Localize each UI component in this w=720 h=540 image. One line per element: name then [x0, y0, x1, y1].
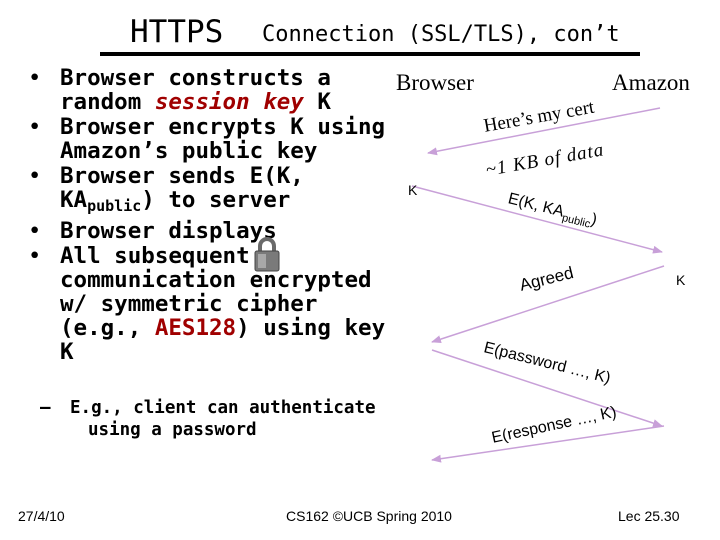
- bullet-text: Browser encrypts K using Amazon’s public…: [60, 114, 386, 164]
- slide-title: HTTPS: [130, 14, 224, 50]
- amazon-label: Amazon: [612, 70, 690, 95]
- sub-bullet-line1: –E.g., client can authenticate: [40, 397, 376, 419]
- bullet-text: ) to server: [141, 187, 291, 213]
- footer-lecture: Lec 25.30: [618, 508, 680, 524]
- k-right-label: K: [676, 272, 686, 288]
- slide-subtitle: Connection (SSL/TLS), con’t: [262, 22, 620, 47]
- bullet-text: ) using key K: [60, 315, 386, 365]
- bullet-subsequent: • All subsequent communication encrypted …: [28, 244, 388, 364]
- bullet-session-key: • Browser constructs a random session key…: [28, 66, 388, 114]
- public-subscript: public: [87, 197, 142, 215]
- bullet-sends: • Browser sends E(K, KApublic) to server: [28, 164, 388, 218]
- sub-bullet: –E.g., client can authenticate using a p…: [40, 397, 376, 441]
- dash-marker: –: [40, 398, 51, 418]
- padlock-icon: [254, 237, 280, 272]
- browser-label: Browser: [396, 70, 474, 95]
- arrow-agreed: [431, 265, 665, 343]
- sub-bullet-line2: using a password: [88, 420, 257, 440]
- session-key-term: session key: [154, 89, 304, 115]
- bullet-list: • Browser constructs a random session key…: [28, 66, 388, 365]
- title-underline: [100, 52, 640, 56]
- bullet-dot: •: [28, 243, 42, 269]
- bullet-text: Browser constructs a random: [60, 65, 331, 115]
- bullet-text: K: [303, 89, 331, 115]
- bullet-dot: •: [28, 114, 42, 140]
- bullet-text: All subsequent communication encrypted w…: [60, 243, 372, 341]
- aes128-term: AES128: [154, 315, 237, 341]
- sub-bullet-text: E.g., client can authenticate: [70, 398, 376, 418]
- bullet-text: Browser displays: [60, 218, 277, 244]
- bullet-encrypts: • Browser encrypts K using Amazon’s publi…: [28, 115, 388, 163]
- bullet-dot: •: [28, 218, 42, 244]
- arrow-cert: [427, 107, 661, 156]
- bullet-dot: •: [28, 65, 42, 91]
- bullet-displays: • Browser displays: [28, 219, 388, 243]
- k-left-label: K: [408, 182, 418, 198]
- bullet-dot: •: [28, 163, 42, 189]
- bullet-text: Browser sends E(K, KA: [60, 163, 304, 213]
- footer-course: CS162 ©UCB Spring 2010: [286, 508, 452, 524]
- footer-date: 27/4/10: [18, 508, 65, 524]
- arrow-ek: [411, 185, 663, 254]
- arrow-password: [431, 349, 663, 427]
- arrow-response: [431, 425, 665, 463]
